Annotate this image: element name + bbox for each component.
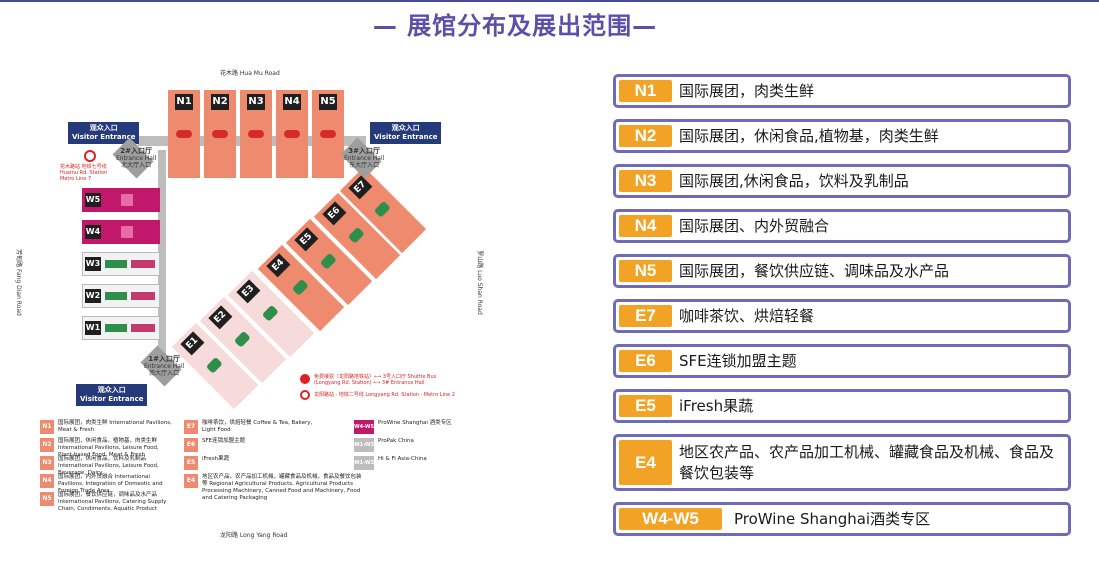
sial-logo-icon	[284, 130, 300, 138]
hall-description: 咖啡茶饮、烘焙轻餐	[679, 306, 815, 325]
hall-logo-icon	[205, 356, 223, 374]
hall-badge: E5	[619, 395, 672, 417]
list-item-e6[interactable]: E6 SFE连锁加盟主题	[613, 344, 1071, 378]
hall-badge: N5	[619, 260, 672, 282]
hall-w5[interactable]: W5	[82, 188, 160, 212]
list-item-e5[interactable]: E5 iFresh果蔬	[613, 389, 1071, 423]
hall-badge: E7	[619, 305, 672, 327]
prowine-logo-icon	[121, 226, 133, 238]
hall-code: N4	[283, 94, 301, 110]
metro-icon	[300, 390, 310, 400]
hall-code: N5	[319, 94, 337, 110]
hall-w2[interactable]: W2	[82, 284, 160, 308]
hall-code: N3	[247, 94, 265, 110]
hall-n3[interactable]: N3	[240, 90, 272, 178]
road-label-top: 花木路 Hua Mu Road	[220, 70, 280, 77]
hall-code: N2	[211, 94, 229, 110]
metro-south-label: 龙阳路站 · 地铁二号线 Longyang Rd. Station · Metr…	[314, 392, 455, 398]
hall-code: N1	[175, 94, 193, 110]
list-item-n5[interactable]: N5 国际展团，餐饮供应链、调味品及水产品	[613, 254, 1071, 288]
hall-code: E6	[322, 201, 347, 226]
visitor-entrance-northwest[interactable]: 观众入口 Visitor Entrance	[68, 122, 140, 144]
hall-badge: W4-W5	[619, 508, 722, 530]
hall-w4[interactable]: W4	[82, 220, 160, 244]
entrance-hall-1-label: 1#入口厅 Entrance Hall 南大厅入口	[144, 355, 185, 378]
hall-w3[interactable]: W3	[82, 252, 160, 276]
list-item-n4[interactable]: N4 国际展团、内外贸融合	[613, 209, 1071, 243]
hall-code: W2	[85, 289, 101, 303]
shuttle-bus-icon	[300, 374, 310, 384]
prowine-logo-icon	[121, 194, 133, 206]
hall-badge: N2	[619, 125, 672, 147]
sial-logo-icon	[212, 130, 228, 138]
hall-code: W5	[85, 193, 101, 207]
sial-logo-icon	[176, 130, 192, 138]
road-label-right: 罗山路 Luo Shan Road	[475, 250, 483, 315]
metro-icon	[84, 150, 96, 162]
hall-code: W4	[85, 225, 101, 239]
list-item-n2[interactable]: N2 国际展团，休闲食品,植物基，肉类生鲜	[613, 119, 1071, 153]
hall-code: E3	[236, 279, 261, 304]
hall-description: 国际展团、内外贸融合	[679, 216, 830, 235]
hall-logo-icon	[261, 304, 279, 322]
list-item-n3[interactable]: N3 国际展团,休闲食品，饮料及乳制品	[613, 164, 1071, 198]
hall-logo-icon	[319, 252, 337, 270]
hall-badge: E4	[619, 440, 672, 485]
corridor-west	[158, 150, 166, 360]
hall-logo-icon	[373, 200, 391, 218]
hall-n2[interactable]: N2	[204, 90, 236, 178]
propak-logo-icon	[105, 260, 127, 268]
visitor-entrance-northeast[interactable]: 观众入口 Visitor Entrance	[370, 122, 442, 144]
entrance-hall-2-label: 2#入口厅 Entrance Hall 北大厅入口	[116, 147, 157, 170]
hall-badge: N4	[619, 215, 672, 237]
road-label-left: 芳甸路 Fang Dian Road	[14, 249, 22, 316]
page-title: — 展馆分布及展出范围—	[372, 12, 658, 40]
foodpack-logo-icon	[131, 292, 155, 300]
top-rule	[0, 0, 1099, 2]
hall-n4[interactable]: N4	[276, 90, 308, 178]
shuttle-label: 免费接驳（龙阳路地铁站）⟷ 3号入口厅 Shuttle Bus (Longyan…	[314, 374, 437, 386]
hall-w1[interactable]: W1	[82, 316, 160, 340]
entrance-hall-3-label: 3#入口厅 Entrance Hall 东大厅入口	[344, 147, 385, 170]
hall-badge: E6	[619, 350, 672, 372]
visitor-entrance-south[interactable]: 观众入口 Visitor Entrance	[76, 384, 148, 406]
list-item-w4-w5[interactable]: W4-W5 ProWine Shanghai酒类专区	[613, 502, 1071, 536]
hall-description: iFresh果蔬	[679, 396, 754, 415]
hall-code: E1	[180, 331, 205, 356]
hall-code: E2	[208, 305, 233, 330]
list-item-e4[interactable]: E4 地区农产品、农产品加工机械、罐藏食品及机械、食品及餐饮包装等	[613, 434, 1071, 491]
hall-description: SFE连锁加盟主题	[679, 351, 797, 370]
hall-code: W3	[85, 257, 101, 271]
hall-n5[interactable]: N5	[312, 90, 344, 178]
sial-logo-icon	[248, 130, 264, 138]
hall-code: E5	[294, 227, 319, 252]
foodpack-logo-icon	[131, 324, 155, 332]
propak-logo-icon	[105, 324, 127, 332]
hall-description: 国际展团，休闲食品,植物基，肉类生鲜	[679, 126, 939, 145]
hall-description: 国际展团，餐饮供应链、调味品及水产品	[679, 261, 950, 280]
hall-description: 国际展团，肉类生鲜	[679, 81, 815, 100]
hall-description: 地区农产品、农产品加工机械、罐藏食品及机械、食品及餐饮包装等	[679, 442, 1055, 482]
hall-code: E7	[348, 175, 373, 200]
list-item-n1[interactable]: N1 国际展团，肉类生鲜	[613, 74, 1071, 108]
hall-logo-icon	[291, 278, 309, 296]
list-item-e7[interactable]: E7 咖啡茶饮、烘焙轻餐	[613, 299, 1071, 333]
sial-logo-icon	[320, 130, 336, 138]
hall-n1[interactable]: N1	[168, 90, 200, 178]
hall-badge: N1	[619, 80, 672, 102]
hall-badge: N3	[619, 170, 672, 192]
foodpack-logo-icon	[131, 260, 155, 268]
hall-code: E4	[266, 253, 291, 278]
hall-code: W1	[85, 321, 101, 335]
hall-logo-icon	[233, 330, 251, 348]
road-label-bottom: 龙阳路 Long Yang Road	[220, 532, 288, 539]
metro-north-label: 花木路站 地铁七号线 Huamu Rd. Station Metro Line …	[60, 164, 108, 182]
hall-description: ProWine Shanghai酒类专区	[734, 509, 931, 528]
hall-logo-icon	[347, 226, 365, 244]
propak-logo-icon	[105, 292, 127, 300]
floor-map: 花木路 Hua Mu Road 龙阳路 Long Yang Road 芳甸路 F…	[14, 70, 483, 539]
hall-description: 国际展团,休闲食品，饮料及乳制品	[679, 171, 909, 190]
